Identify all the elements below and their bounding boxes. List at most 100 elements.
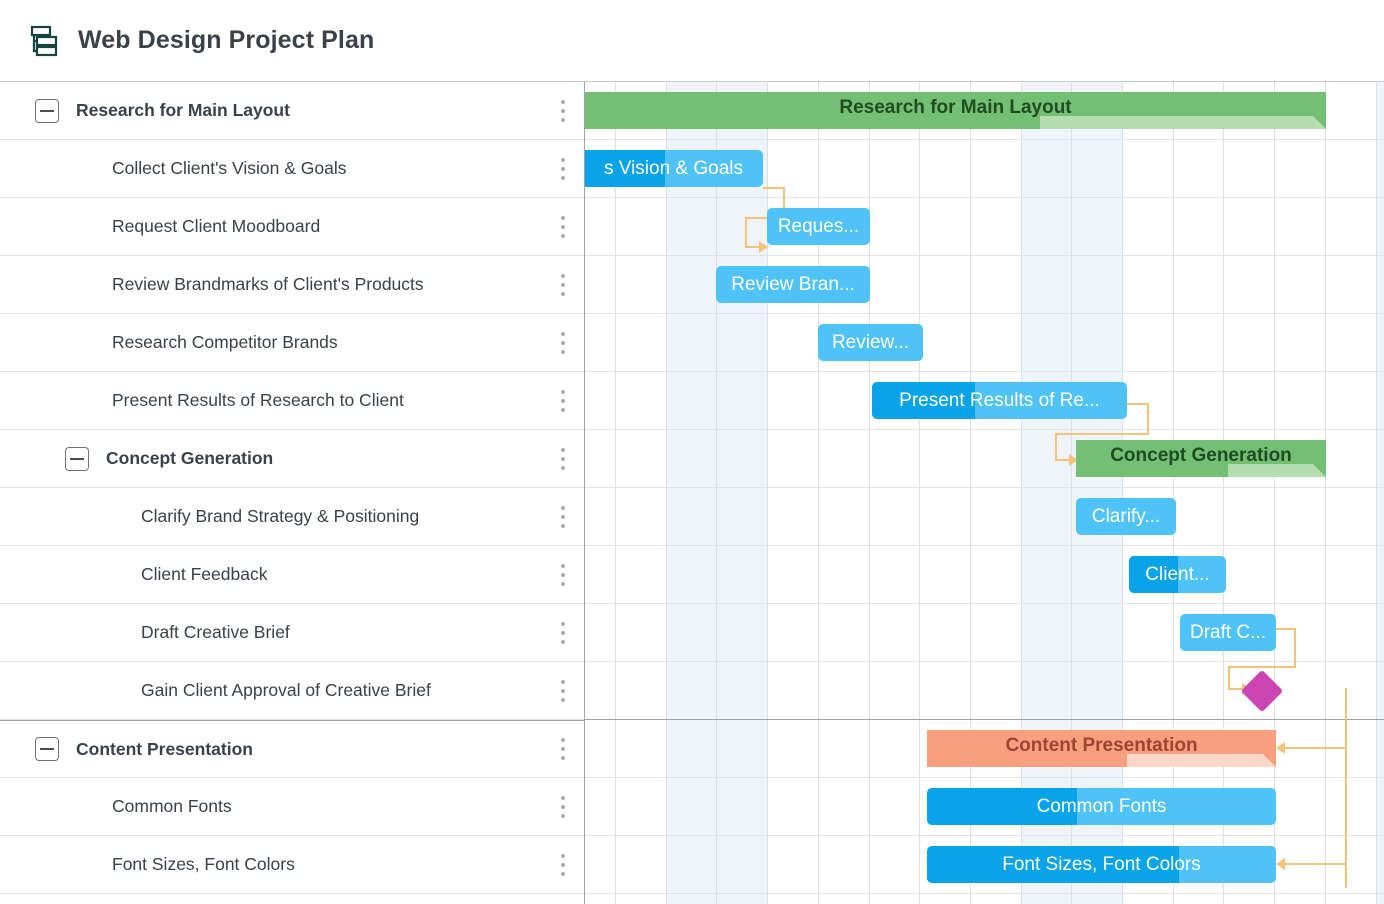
task-bar[interactable]: Review Bran... bbox=[716, 266, 870, 303]
summary-bar[interactable]: Research for Main Layout bbox=[585, 92, 1326, 129]
task-label: Font Sizes, Font Colors bbox=[112, 854, 295, 874]
link-draft-to-milestone bbox=[1228, 666, 1230, 688]
kebab-menu-icon[interactable] bbox=[561, 273, 565, 296]
task-bar-progress bbox=[585, 150, 665, 187]
gridline-vertical bbox=[716, 82, 717, 904]
link-vision-to-moodboard bbox=[745, 217, 747, 247]
task-bar[interactable]: Present Results of Re... bbox=[872, 382, 1127, 419]
kebab-menu-icon[interactable] bbox=[561, 621, 565, 644]
weekend-column bbox=[665, 82, 717, 904]
task-row-clarify-brand-strategy[interactable]: Clarify Brand Strategy & Positioning bbox=[0, 488, 584, 546]
task-bar[interactable]: Draft C... bbox=[1180, 614, 1276, 651]
task-row-concept-generation[interactable]: Concept Generation bbox=[0, 430, 584, 488]
dependency-arrowhead bbox=[759, 241, 768, 253]
gridline-vertical bbox=[919, 82, 920, 904]
task-bar-progress bbox=[927, 846, 1179, 883]
kebab-menu-icon[interactable] bbox=[561, 795, 565, 818]
kebab-menu-icon[interactable] bbox=[561, 853, 565, 876]
milestone-diamond[interactable] bbox=[1240, 669, 1284, 713]
task-row-request-client-moodboard[interactable]: Request Client Moodboard bbox=[0, 198, 584, 256]
link-vision-to-moodboard bbox=[763, 187, 785, 189]
summary-bar[interactable]: Content Presentation bbox=[927, 730, 1276, 767]
kebab-menu-icon[interactable] bbox=[561, 215, 565, 238]
collapse-minus-icon[interactable] bbox=[65, 446, 89, 471]
gridline-vertical bbox=[1071, 82, 1072, 904]
gantt-chart-pane[interactable]: Research for Main Layout s Vision & Goals… bbox=[585, 82, 1384, 904]
gantt-body: Research for Main Layout Collect Client'… bbox=[0, 82, 1384, 904]
task-bar[interactable]: Clarify... bbox=[1076, 498, 1176, 535]
gridline-horizontal bbox=[585, 603, 1384, 604]
link-vision-to-moodboard bbox=[745, 217, 785, 219]
kebab-menu-icon[interactable] bbox=[561, 157, 565, 180]
task-bar-label: s Vision & Goals bbox=[603, 157, 744, 179]
task-row-gain-client-approval[interactable]: Gain Client Approval of Creative Brief bbox=[0, 662, 584, 720]
summary-bar-label: Research for Main Layout bbox=[839, 96, 1072, 118]
summary-bar-progress bbox=[927, 754, 1127, 767]
task-list-pane[interactable]: Research for Main Layout Collect Client'… bbox=[0, 82, 585, 904]
summary-bar-body bbox=[927, 730, 1276, 754]
kebab-menu-icon[interactable] bbox=[561, 389, 565, 412]
task-bar-label: Client... bbox=[1145, 563, 1210, 585]
task-bar[interactable]: Reques... bbox=[767, 208, 870, 245]
kebab-menu-icon[interactable] bbox=[561, 505, 565, 528]
task-row-collect-clients-vision-goals[interactable]: Collect Client's Vision & Goals bbox=[0, 140, 584, 198]
task-row-research-for-main-layout[interactable]: Research for Main Layout bbox=[0, 82, 584, 140]
task-bar-label: Font Sizes, Font Colors bbox=[1002, 853, 1201, 875]
summary-bar-label: Concept Generation bbox=[1110, 444, 1292, 466]
gridline-horizontal bbox=[585, 545, 1384, 546]
weekend-column bbox=[1375, 82, 1384, 904]
task-row-common-fonts[interactable]: Common Fonts bbox=[0, 778, 584, 836]
gridline-vertical bbox=[666, 82, 667, 904]
task-row-draft-creative-brief[interactable]: Draft Creative Brief bbox=[0, 604, 584, 662]
task-row-research-competitor-brands[interactable]: Research Competitor Brands bbox=[0, 314, 584, 372]
task-row-font-sizes-font-colors[interactable]: Font Sizes, Font Colors bbox=[0, 836, 584, 894]
link-draft-to-milestone bbox=[1276, 628, 1296, 630]
summary-bar-progress bbox=[1076, 464, 1228, 477]
task-bar[interactable]: Client... bbox=[1129, 556, 1226, 593]
dependency-arrowhead bbox=[1069, 454, 1078, 466]
kebab-menu-icon[interactable] bbox=[561, 563, 565, 586]
task-label: Clarify Brand Strategy & Positioning bbox=[141, 506, 420, 526]
link-present-to-concept bbox=[1127, 403, 1149, 405]
kebab-menu-icon[interactable] bbox=[561, 99, 565, 122]
kebab-menu-icon[interactable] bbox=[561, 679, 565, 702]
task-bar[interactable]: Font Sizes, Font Colors bbox=[927, 846, 1276, 883]
task-bar-label: Reques... bbox=[777, 215, 860, 237]
gridline-vertical bbox=[767, 82, 768, 904]
task-bar[interactable]: Review... bbox=[818, 324, 923, 361]
task-row-present-results-of-research[interactable]: Present Results of Research to Client bbox=[0, 372, 584, 430]
weekend-column bbox=[716, 82, 768, 904]
gridline-horizontal bbox=[585, 255, 1384, 256]
collapse-minus-icon[interactable] bbox=[35, 98, 59, 123]
weekend-column bbox=[1071, 82, 1122, 904]
link-draft-to-milestone bbox=[1228, 666, 1296, 668]
kebab-menu-icon[interactable] bbox=[561, 447, 565, 470]
link-milestone-to-fontsizes bbox=[1345, 688, 1347, 888]
kebab-menu-icon[interactable] bbox=[561, 331, 565, 354]
gridline-vertical bbox=[1021, 82, 1022, 904]
task-bar[interactable]: Common Fonts bbox=[927, 788, 1276, 825]
task-bar[interactable]: s Vision & Goals bbox=[585, 150, 763, 187]
gridline-horizontal bbox=[585, 835, 1384, 836]
summary-bar[interactable]: Concept Generation bbox=[1076, 440, 1326, 477]
kebab-menu-icon[interactable] bbox=[561, 738, 565, 760]
link-present-to-concept bbox=[1147, 403, 1149, 433]
gridline-horizontal bbox=[585, 893, 1384, 894]
task-label: Present Results of Research to Client bbox=[112, 390, 404, 410]
summary-bar-cap-left bbox=[1076, 464, 1089, 477]
collapse-minus-icon[interactable] bbox=[35, 737, 59, 761]
gridline-vertical bbox=[615, 82, 616, 904]
gridline-horizontal bbox=[585, 371, 1384, 372]
dependency-arrowhead bbox=[1276, 742, 1285, 754]
task-bar-label: Review... bbox=[831, 331, 910, 353]
summary-bar-cap-right bbox=[1313, 116, 1326, 129]
gridline-horizontal bbox=[585, 313, 1384, 314]
task-row-client-feedback[interactable]: Client Feedback bbox=[0, 546, 584, 604]
link-draft-to-milestone bbox=[1294, 628, 1296, 666]
task-row-review-brandmarks[interactable]: Review Brandmarks of Client's Products bbox=[0, 256, 584, 314]
task-label: Draft Creative Brief bbox=[141, 622, 290, 642]
gridline-vertical bbox=[1173, 82, 1174, 904]
task-row-content-presentation[interactable]: Content Presentation bbox=[0, 720, 584, 778]
weekend-column bbox=[1020, 82, 1072, 904]
